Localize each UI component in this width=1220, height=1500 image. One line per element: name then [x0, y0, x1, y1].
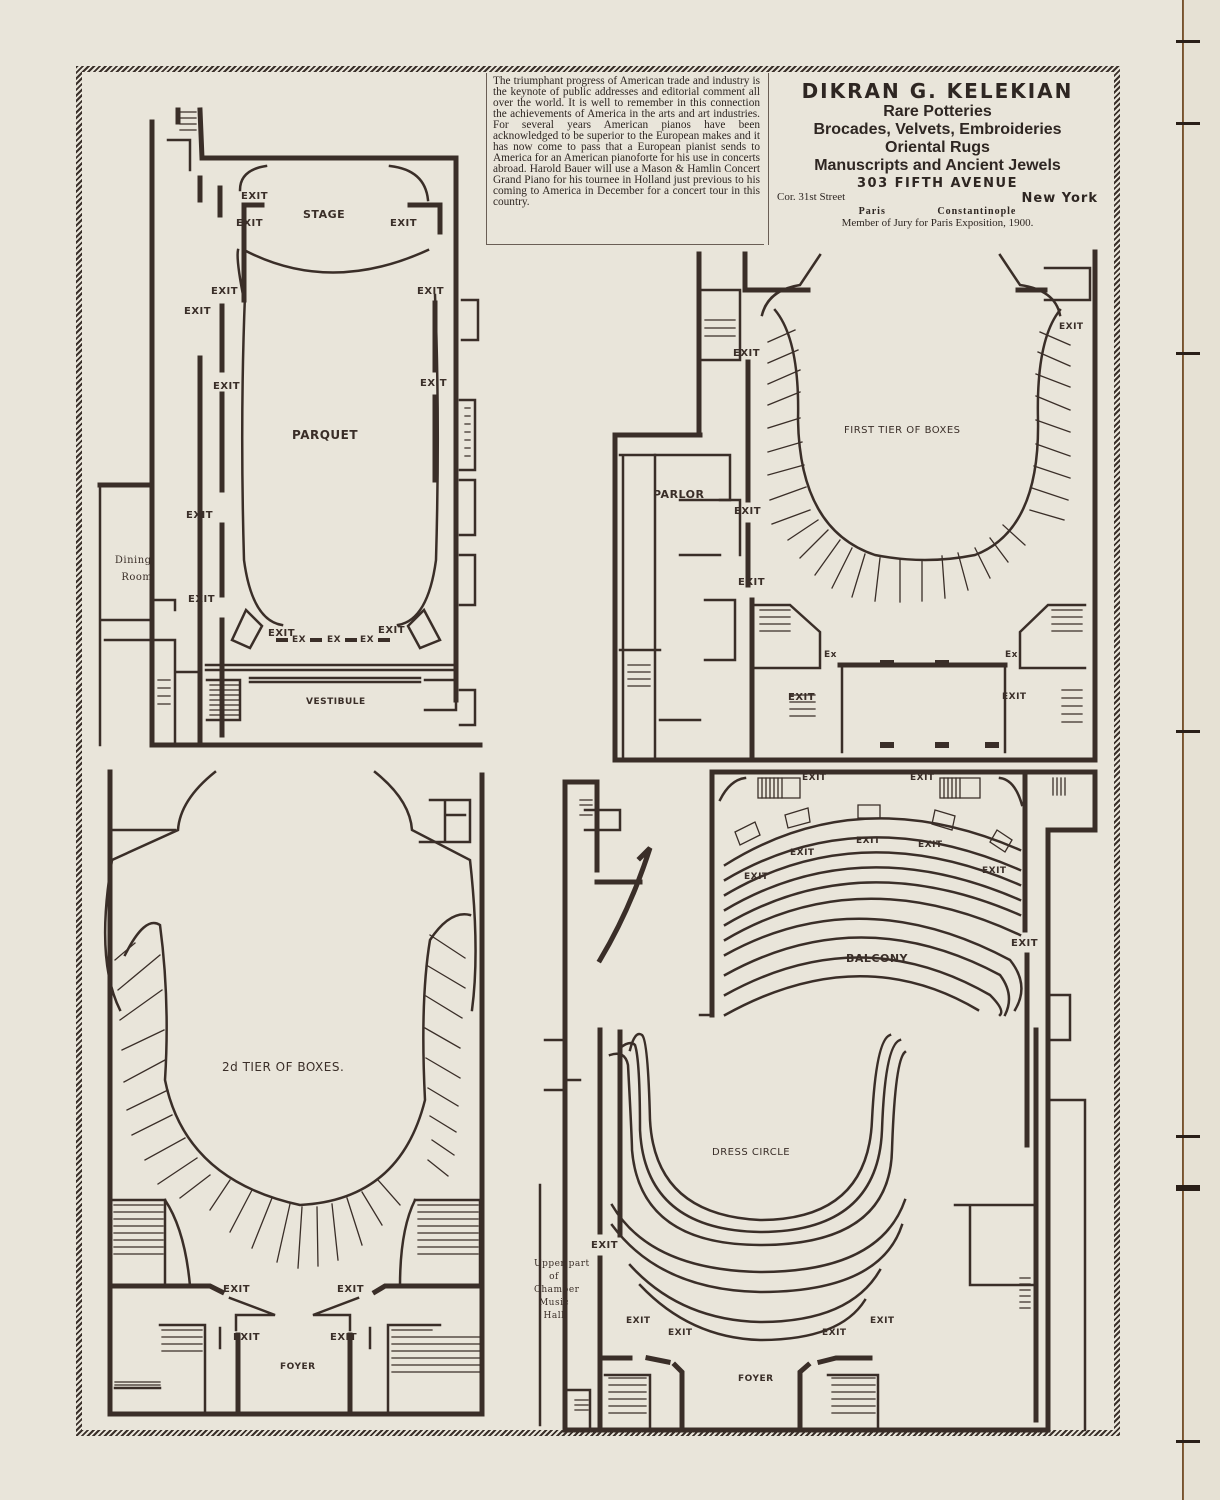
- binding-stitch: [1176, 352, 1200, 355]
- exit-label: EXIT: [268, 628, 296, 639]
- exit-label: EXIT: [417, 286, 445, 297]
- label-balcony: BALCONY: [846, 952, 909, 965]
- label-dining-room: Dining Room: [114, 555, 153, 583]
- binding-stitch: [1176, 1440, 1200, 1443]
- parquet-floor-plan: [97, 107, 483, 748]
- exit-label: EXIT: [223, 1284, 251, 1295]
- label-stage: STAGE: [303, 208, 346, 221]
- ad-line: Oriental Rugs: [885, 139, 990, 156]
- label-foyer: FOYER: [280, 1362, 316, 1372]
- facing-page-edge: [1184, 0, 1220, 1500]
- exit-label: EXIT: [870, 1316, 895, 1326]
- binding-stitch: [1176, 1185, 1200, 1191]
- label-upper-part-chamber-music-hall: Upper part of Chamber Music Hall: [534, 1259, 590, 1321]
- exit-label: EXIT: [188, 594, 216, 605]
- first-tier-floor-plan: [612, 249, 1098, 763]
- exit-label: EXIT: [184, 306, 212, 317]
- exit-label: EXIT: [733, 348, 761, 359]
- exit-label: EXIT: [211, 286, 239, 297]
- exit-label: EXIT: [918, 840, 943, 850]
- exit-label: EXIT: [734, 506, 762, 517]
- ad-line: Rare Potteries: [883, 103, 992, 120]
- ad-branch-paris: Paris: [858, 206, 886, 217]
- ad-branch-constantinople: Constantinople: [937, 206, 1017, 217]
- exit-label: EXIT: [788, 692, 816, 703]
- exit-label: EXIT: [1011, 938, 1039, 949]
- second-tier-floor-plan: [103, 769, 485, 1417]
- exit-label: EXIT: [337, 1284, 365, 1295]
- exit-label: EXIT: [213, 381, 241, 392]
- exit-label: EXIT: [738, 577, 766, 588]
- article-text-block: The triumphant progress of American trad…: [486, 73, 764, 245]
- label-parquet: PARQUET: [292, 428, 359, 442]
- label-dress-circle: DRESS CIRCLE: [712, 1147, 791, 1158]
- label-parlor: PARLOR: [653, 488, 705, 501]
- ex-label: EX: [327, 635, 342, 645]
- exit-label: EXIT: [241, 191, 269, 202]
- exit-label: EXIT: [744, 872, 769, 882]
- exit-label: EXIT: [233, 1332, 261, 1343]
- ex-label: Ex: [824, 650, 837, 660]
- article-body: The triumphant progress of American trad…: [493, 75, 760, 208]
- exit-label: EXIT: [790, 848, 815, 858]
- exit-label: EXIT: [420, 378, 448, 389]
- exit-label: EXIT: [1002, 692, 1027, 702]
- ad-line: Brocades, Velvets, Embroideries: [813, 121, 1062, 138]
- exit-label: EXIT: [591, 1240, 619, 1251]
- label-first-tier-of-boxes: FIRST TIER OF BOXES: [844, 425, 961, 436]
- exit-label: EXIT: [982, 866, 1007, 876]
- exit-label: EXIT: [856, 836, 881, 846]
- exit-label: EXIT: [910, 773, 935, 783]
- exit-label: EXIT: [1059, 322, 1084, 332]
- ad-corner: Cor. 31st Street: [777, 191, 846, 203]
- label-foyer: FOYER: [738, 1374, 774, 1384]
- exit-label: EXIT: [668, 1328, 693, 1338]
- binding-stitch: [1176, 40, 1200, 43]
- kelekian-advertisement: DIKRAN G. KELEKIAN Rare Potteries Brocad…: [768, 73, 1106, 245]
- binding-stitch: [1176, 122, 1200, 125]
- ad-merchant-name: DIKRAN G. KELEKIAN: [801, 79, 1074, 103]
- binding-stitch: [1176, 1135, 1200, 1138]
- ex-label: EX: [360, 635, 375, 645]
- binding-stitch: [1176, 730, 1200, 733]
- exit-label: EXIT: [390, 218, 418, 229]
- ad-line: Manuscripts and Ancient Jewels: [814, 157, 1061, 174]
- label-vestibule: VESTIBULE: [306, 697, 366, 707]
- ex-label: EX: [292, 635, 307, 645]
- ad-city: New York: [1021, 191, 1098, 206]
- exit-label: EXIT: [378, 625, 406, 636]
- ad-jury-note: Member of Jury for Paris Exposition, 190…: [841, 217, 1034, 229]
- ad-address: 303 FIFTH AVENUE: [857, 176, 1018, 191]
- label-second-tier-of-boxes: 2d TIER OF BOXES.: [222, 1060, 345, 1074]
- exit-label: EXIT: [822, 1328, 847, 1338]
- exit-label: EXIT: [330, 1332, 358, 1343]
- exit-label: EXIT: [186, 510, 214, 521]
- exit-label: EXIT: [802, 773, 827, 783]
- exit-label: EXIT: [236, 218, 264, 229]
- exit-label: EXIT: [626, 1316, 651, 1326]
- ex-label: Ex: [1005, 650, 1018, 660]
- balcony-dress-circle-floor-plan: [538, 769, 1098, 1433]
